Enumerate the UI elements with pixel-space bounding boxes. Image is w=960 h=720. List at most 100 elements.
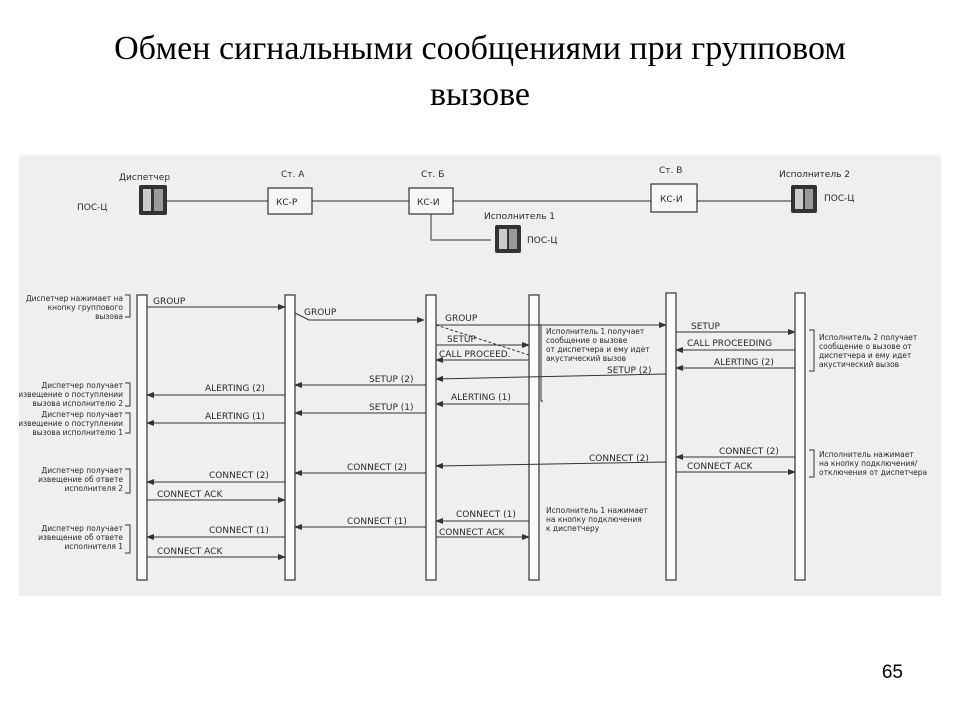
label-alerting2-exec2: ALERTING (2) xyxy=(714,358,774,368)
label-alerting2-disp: ALERTING (2) xyxy=(205,384,265,394)
note-exec1-receive: Исполнитель 1 получает сообщение о вызов… xyxy=(546,327,650,363)
note-left-conn1: Диспетчер получает извещение об ответе и… xyxy=(38,524,124,551)
station-b-label: Ст. Б xyxy=(421,170,444,180)
dispatcher-terminal-label: ПОС-Ц xyxy=(77,203,107,213)
svg-text:отключения от диспетчера: отключения от диспетчера xyxy=(819,468,927,477)
slide-title: Обмен сигнальными сообщениями при группо… xyxy=(40,26,920,118)
note-exec2-press: Исполнитель нажимает на кнопку подключен… xyxy=(819,450,927,477)
station-b-box-label: КС-И xyxy=(417,198,440,208)
executor2-terminal-label: ПОС-Ц xyxy=(824,194,854,204)
label-connect2-exec2: CONNECT (2) xyxy=(719,447,779,457)
lifeline-station-b xyxy=(425,294,437,581)
svg-text:диспетчера и ему идет: диспетчера и ему идет xyxy=(819,351,912,360)
msg-group-2 xyxy=(294,312,425,323)
lifeline-dispatcher xyxy=(136,294,148,581)
label-setup1: SETUP (1) xyxy=(369,403,414,413)
svg-text:Диспетчер получает: Диспетчер получает xyxy=(41,524,123,533)
note-exec1-press: Исполнитель 1 нажимает на кнопку подключ… xyxy=(546,506,649,533)
svg-text:на кнопку подключения: на кнопку подключения xyxy=(546,515,642,524)
annotation-notes: Диспетчер нажимает на кнопку группового … xyxy=(18,294,927,551)
svg-text:Диспетчер получает: Диспетчер получает xyxy=(41,466,123,475)
bracket-left-group xyxy=(125,294,131,318)
svg-text:извещение об ответе: извещение об ответе xyxy=(38,533,123,542)
label-connect-ack-disp-1: CONNECT ACK xyxy=(157,547,223,557)
msg-connect2-b xyxy=(435,461,667,469)
label-alerting1-disp: ALERTING (1) xyxy=(205,412,265,422)
bracket-exec2-press xyxy=(809,449,815,478)
bracket-left-alert1 xyxy=(125,412,131,434)
bracket-left-conn2 xyxy=(125,468,131,494)
svg-text:кнопку группового: кнопку группового xyxy=(48,303,124,312)
note-left-alert1: Диспетчер получает извещение о поступлен… xyxy=(18,410,123,437)
station-a-box-label: КС-Р xyxy=(276,198,298,208)
lifelines xyxy=(136,292,806,581)
label-setup2-b: SETUP (2) xyxy=(607,366,652,376)
executor1-label: Исполнитель 1 xyxy=(484,212,555,222)
msg-group-dashed xyxy=(435,324,530,356)
network-topology: Диспетчер ПОС-Ц Ст. А КС-Р Ст. Б КС-И Ст… xyxy=(77,166,854,253)
executor1-terminal-icon xyxy=(495,225,521,253)
title-line-2: вызове xyxy=(429,76,531,113)
label-connect-ack-disp-2: CONNECT ACK xyxy=(157,490,223,500)
label-group-2: GROUP xyxy=(304,308,337,318)
label-connect-ack-exec1: CONNECT ACK xyxy=(439,528,505,538)
svg-text:вызова: вызова xyxy=(95,312,123,321)
svg-text:акустический вызов: акустический вызов xyxy=(819,360,899,369)
label-connect1-exec1: CONNECT (1) xyxy=(456,510,516,520)
svg-text:вызова исполнителю 2: вызова исполнителю 2 xyxy=(32,399,123,408)
svg-text:сообщение о вызове: сообщение о вызове xyxy=(546,336,628,345)
station-v-box xyxy=(650,183,698,213)
title-line-1: Обмен сигнальными сообщениями при группо… xyxy=(114,30,846,67)
sequence-diagram-svg: Диспетчер ПОС-Ц Ст. А КС-Р Ст. Б КС-И Ст… xyxy=(18,166,927,581)
svg-text:сообщение о вызове от: сообщение о вызове от xyxy=(819,342,912,351)
sequence-diagram: Диспетчер ПОС-Ц Ст. А КС-Р Ст. Б КС-И Ст… xyxy=(18,155,941,596)
page-number: 65 xyxy=(881,662,903,683)
station-a-box xyxy=(267,187,313,215)
svg-text:Диспетчер получает: Диспетчер получает xyxy=(41,381,123,390)
bracket-exec2-receive xyxy=(809,329,815,372)
label-connect2-b: CONNECT (2) xyxy=(589,454,649,464)
svg-text:извещение об ответе: извещение об ответе xyxy=(38,475,123,484)
dispatcher-terminal-icon xyxy=(139,185,167,215)
label-alerting1-exec1: ALERTING (1) xyxy=(451,393,511,403)
lifeline-executor2 xyxy=(794,292,806,581)
lifeline-station-v xyxy=(665,292,677,581)
svg-text:извещение о поступлении: извещение о поступлении xyxy=(19,419,123,428)
station-b-box xyxy=(408,187,454,215)
dispatcher-label: Диспетчер xyxy=(119,173,170,183)
svg-text:Исполнитель 1 получает: Исполнитель 1 получает xyxy=(546,327,645,336)
station-a-label: Ст. А xyxy=(281,170,305,180)
bracket-left-alert2 xyxy=(125,382,131,407)
station-v-box-label: КС-И xyxy=(660,195,683,205)
executor2-terminal-icon xyxy=(791,185,817,213)
svg-text:Исполнитель 1 нажимает: Исполнитель 1 нажимает xyxy=(546,506,649,515)
svg-text:на кнопку подключения/: на кнопку подключения/ xyxy=(819,459,918,468)
label-connect-ack-exec2: CONNECT ACK xyxy=(687,462,753,472)
note-left-conn2: Диспетчер получает извещение об ответе и… xyxy=(38,466,124,493)
svg-text:вызова исполнителю 1: вызова исполнителю 1 xyxy=(32,428,123,437)
svg-text:Диспетчер нажимает на: Диспетчер нажимает на xyxy=(26,294,123,303)
lifeline-executor1 xyxy=(528,294,540,581)
lifeline-station-a xyxy=(284,294,296,581)
msg-setup2-b xyxy=(435,373,667,382)
branch-line xyxy=(430,213,491,241)
label-setup2-a: SETUP (2) xyxy=(369,375,414,385)
label-connect2-disp: CONNECT (2) xyxy=(209,471,269,481)
label-call-proceed: CALL PROCEED. xyxy=(439,350,511,360)
svg-text:Диспетчер получает: Диспетчер получает xyxy=(41,410,123,419)
executor2-label: Исполнитель 2 xyxy=(779,170,850,180)
svg-text:исполнителя 2: исполнителя 2 xyxy=(64,484,123,493)
executor1-terminal-label: ПОС-Ц xyxy=(527,236,557,246)
label-connect2-a: CONNECT (2) xyxy=(347,463,407,473)
note-left-group: Диспетчер нажимает на кнопку группового … xyxy=(26,294,124,321)
svg-text:от диспетчера и ему идет: от диспетчера и ему идет xyxy=(546,345,650,354)
label-connect1-a: CONNECT (1) xyxy=(347,517,407,527)
bracket-left-conn1 xyxy=(125,524,131,554)
label-group-3: GROUP xyxy=(445,314,478,324)
station-v-label: Ст. В xyxy=(659,166,682,176)
note-left-alert2: Диспетчер получает извещение о поступлен… xyxy=(18,381,123,408)
label-group-1: GROUP xyxy=(153,297,186,307)
svg-text:акустический вызов: акустический вызов xyxy=(546,354,626,363)
svg-text:к диспетчеру: к диспетчеру xyxy=(546,524,600,533)
messages xyxy=(125,294,815,560)
